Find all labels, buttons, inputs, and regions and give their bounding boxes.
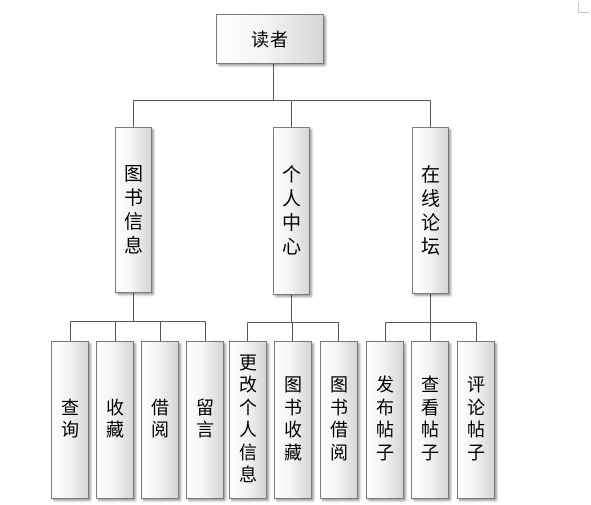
leaf-node: 图书借阅 [320, 341, 358, 499]
leaf-label: 查询 [61, 397, 79, 442]
leaf-label: 更改个人信息 [239, 352, 257, 487]
root-label: 读者 [251, 30, 289, 51]
leaf-label: 图书借阅 [330, 375, 348, 464]
leaf-node: 发布帖子 [366, 341, 404, 499]
leaf-node: 图书收藏 [274, 341, 312, 499]
leaf-label: 评论帖子 [467, 375, 485, 464]
leaf-node: 查看帖子 [411, 341, 449, 499]
category-label: 图书信息 [124, 163, 144, 257]
leaf-node: 更改个人信息 [229, 341, 267, 499]
leaf-node: 查询 [51, 341, 89, 499]
leaf-label: 借阅 [151, 397, 169, 442]
category-label: 个人中心 [282, 164, 302, 258]
page-corner-mark [578, 2, 589, 13]
category-node-books: 图书信息 [115, 127, 152, 293]
category-label: 在线论坛 [421, 163, 441, 258]
leaf-node: 借阅 [141, 341, 179, 499]
leaf-label: 查看帖子 [421, 375, 439, 464]
leaf-label: 发布帖子 [376, 375, 394, 464]
category-node-personal: 个人中心 [273, 127, 310, 295]
leaf-label: 留言 [196, 397, 214, 442]
leaf-node: 收藏 [96, 341, 134, 499]
leaf-label: 图书收藏 [284, 375, 302, 464]
category-node-forum: 在线论坛 [412, 127, 449, 294]
leaf-node: 留言 [186, 341, 224, 499]
leaf-label: 收藏 [106, 397, 124, 442]
leaf-node: 评论帖子 [457, 341, 495, 499]
root-node: 读者 [216, 14, 324, 64]
